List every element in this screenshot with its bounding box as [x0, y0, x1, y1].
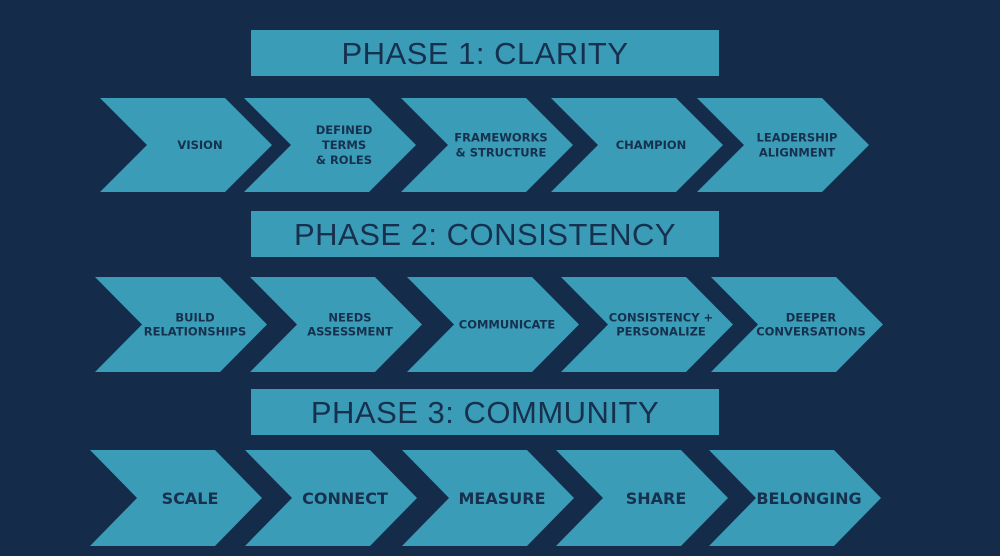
step-label: DEFINED [316, 123, 373, 137]
chevron-step: FRAMEWORKS& STRUCTURE [401, 98, 573, 192]
step-label: SCALE [162, 489, 219, 508]
chevron-step: SCALE [90, 450, 262, 546]
step-label: COMMUNICATE [459, 318, 556, 332]
step-label: RELATIONSHIPS [144, 325, 246, 339]
step-label: LEADERSHIP [757, 131, 838, 145]
step-label: CHAMPION [616, 138, 687, 152]
phase-title: PHASE 3: COMMUNITY [311, 395, 659, 430]
chevron-step: VISION [100, 98, 272, 192]
phase-2: PHASE 2: CONSISTENCYBUILDRELATIONSHIPSNE… [95, 211, 883, 372]
step-label: & STRUCTURE [456, 146, 547, 160]
chevron-shape [100, 98, 272, 192]
step-label: BUILD [175, 311, 214, 325]
chevron-shape [402, 450, 574, 546]
phase-title: PHASE 2: CONSISTENCY [294, 217, 676, 252]
chevron-step: CHAMPION [551, 98, 723, 192]
step-label: PERSONALIZE [616, 325, 706, 339]
step-label: FRAMEWORKS [454, 131, 547, 145]
chevron-step: CONNECT [245, 450, 417, 546]
chevron-shape [709, 450, 881, 546]
step-label: NEEDS [328, 311, 371, 325]
step-label: MEASURE [459, 489, 546, 508]
chevron-shape [551, 98, 723, 192]
step-label: BELONGING [756, 489, 861, 508]
chevron-shape [90, 450, 262, 546]
step-label: VISION [177, 138, 222, 152]
chevron-step: CONSISTENCY +PERSONALIZE [561, 277, 733, 372]
chevron-shape [244, 98, 416, 192]
chevron-step: SHARE [556, 450, 728, 546]
phase-title: PHASE 1: CLARITY [341, 36, 628, 71]
phase-3: PHASE 3: COMMUNITY SCALE CONNECT MEASURE SHA… [90, 389, 881, 546]
step-label: TERMS [322, 138, 366, 152]
chevron-step: COMMUNICATE [407, 277, 579, 372]
chevron-shape [561, 277, 733, 372]
step-label: CONVERSATIONS [756, 325, 866, 339]
step-label: DEEPER [786, 311, 837, 325]
phase-banner [251, 389, 719, 435]
chevron-shape [401, 98, 573, 192]
chevron-shape [245, 450, 417, 546]
chevron-shape [697, 98, 869, 192]
chevron-shape [95, 277, 267, 372]
chevron-step: BELONGING [709, 450, 881, 546]
phase-banner [251, 30, 719, 76]
chevron-shape [250, 277, 422, 372]
step-label: ASSESSMENT [307, 325, 393, 339]
chevron-shape [711, 277, 883, 372]
chevron-shape [407, 277, 579, 372]
step-label: CONNECT [302, 489, 388, 508]
phase-banner [251, 211, 719, 257]
step-label: CONSISTENCY + [609, 311, 713, 325]
chevron-step: MEASURE [402, 450, 574, 546]
chevron-shape [556, 450, 728, 546]
step-label: & ROLES [316, 153, 372, 167]
step-label: ALIGNMENT [759, 146, 835, 160]
step-label: SHARE [626, 489, 687, 508]
